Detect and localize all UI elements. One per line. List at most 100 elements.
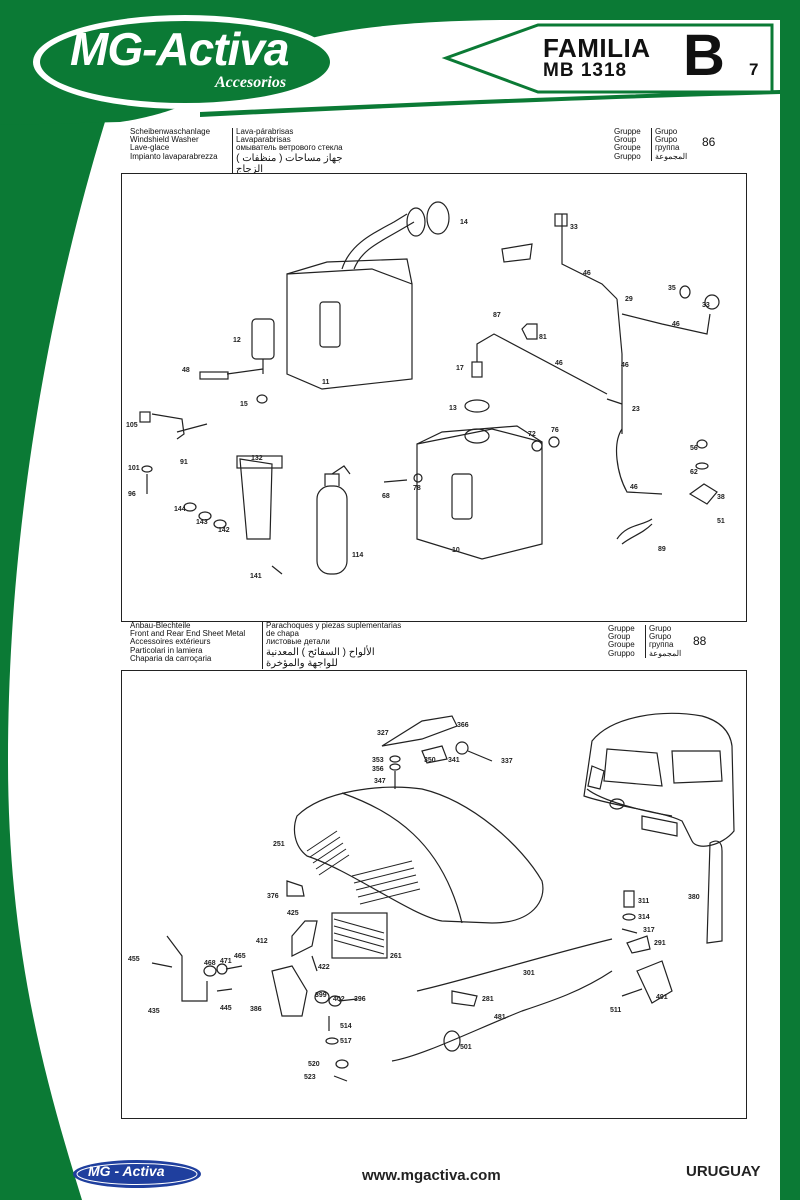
- part-number-label: 341: [448, 757, 460, 764]
- left-green-band: [0, 60, 125, 1200]
- label-line: Grupo: [655, 127, 678, 136]
- part-number-label: 471: [220, 958, 232, 965]
- part-number-label: 291: [654, 940, 666, 947]
- label-line: Chaparia da carroçaria: [130, 653, 212, 663]
- part-number-label: 481: [494, 1014, 506, 1021]
- logo-ellipse-inner: [40, 21, 330, 103]
- section-2-group-words: Gruppe Group Groupe Gruppo: [608, 624, 635, 658]
- part-number-label: 399: [315, 992, 327, 999]
- label-line: Impianto lavaparabrezza: [130, 151, 218, 161]
- part-number-label: 425: [287, 910, 299, 917]
- part-number-label: 11: [322, 379, 330, 386]
- label-line: de chapa: [266, 629, 299, 639]
- part-number-label: 144: [174, 506, 186, 513]
- part-number-label: 14: [460, 219, 468, 226]
- part-number-label: 366: [457, 722, 469, 729]
- part-number-label: 15: [240, 401, 248, 408]
- part-number-label: 501: [460, 1044, 472, 1051]
- section-1-group-number: 86: [702, 135, 716, 149]
- label-line: Front and Rear End Sheet Metal: [130, 629, 246, 639]
- label-line: Gruppo: [608, 648, 635, 658]
- part-number-label: 81: [539, 334, 547, 341]
- label-line: المجموعة: [655, 151, 688, 161]
- footer-url[interactable]: www.mgactiva.com: [362, 1167, 501, 1184]
- part-number-label: 376: [267, 893, 279, 900]
- part-number-label: 114: [352, 552, 363, 559]
- part-number-label: 311: [638, 898, 649, 905]
- label-line: Grupo: [655, 135, 678, 145]
- part-number-label: 76: [551, 427, 559, 434]
- part-number-label: 12: [233, 337, 241, 344]
- part-number-label: 317: [643, 927, 655, 934]
- part-number-label: 68: [382, 493, 390, 500]
- part-number-label: 10: [452, 547, 460, 554]
- part-number-label: 132: [251, 455, 263, 462]
- part-number-label: 33: [702, 302, 710, 309]
- right-green-strip: [780, 0, 800, 1200]
- part-number-label: 56: [690, 445, 698, 452]
- footer-logo: MG - Activa: [88, 1163, 165, 1179]
- part-number-label: 396: [354, 996, 366, 1003]
- part-number-label: 46: [583, 270, 591, 277]
- family-model: MB 1318: [543, 60, 628, 81]
- part-number-label: 29: [625, 296, 633, 303]
- part-number-label: 33: [570, 224, 578, 231]
- footer-logo-ellipse-inner: [76, 1163, 198, 1185]
- part-number-label: 46: [555, 360, 563, 367]
- part-number-label: 353: [372, 757, 384, 764]
- part-number-label: 445: [220, 1005, 232, 1012]
- part-number-label: 142: [218, 527, 230, 534]
- header-green-line: [200, 90, 780, 117]
- section-2-group-number: 88: [693, 634, 707, 648]
- part-number-label: 281: [482, 996, 494, 1003]
- part-number-label: 87: [493, 312, 501, 319]
- label-line: Anbau-Blechteile: [130, 621, 191, 630]
- part-number-label: 402: [333, 996, 345, 1003]
- part-number-label: 523: [304, 1074, 316, 1081]
- label-line: للواجهة والمؤخرة: [266, 657, 338, 669]
- part-number-label: 23: [632, 406, 640, 413]
- section-1-group-words-2: Grupo Grupo группа المجموعة: [651, 127, 688, 161]
- part-number-label: 72: [528, 431, 536, 438]
- label-line: Grupo: [649, 624, 672, 633]
- part-number-label: 51: [717, 518, 725, 525]
- label-line: جهاز مساحات ( منظفات ): [236, 152, 343, 164]
- section-2-group-words-2: Grupo Grupo группа المجموعة: [645, 624, 681, 658]
- label-line: Group: [608, 632, 631, 642]
- label-line: листовые детали: [266, 637, 330, 647]
- label-line: Groupe: [608, 640, 635, 650]
- label-line: омыватель ветрового стекла: [236, 143, 343, 153]
- part-number-label: 143: [196, 519, 208, 526]
- label-line: Gruppe: [608, 624, 635, 633]
- section-2-labels-left: Anbau-Blechteile Front and Rear End Shee…: [130, 621, 246, 663]
- label-line: الألواح ( السفائح ) المعدنية: [266, 646, 375, 658]
- part-number-label: 422: [318, 964, 330, 971]
- label-line: Lavaparabrisas: [236, 135, 291, 145]
- part-number-label: 337: [501, 758, 513, 765]
- label-line: группа: [655, 143, 680, 153]
- part-number-label: 46: [672, 321, 680, 328]
- label-line: Lave-glace: [130, 143, 170, 153]
- part-number-label: 465: [234, 953, 246, 960]
- label-line: Gruppo: [614, 151, 641, 161]
- label-line: Gruppe: [614, 127, 641, 136]
- brand-logo: MG-Activa: [70, 23, 289, 75]
- part-number-label: 386: [250, 1006, 262, 1013]
- part-number-label: 412: [256, 938, 268, 945]
- part-number-label: 251: [273, 841, 285, 848]
- part-number-label: 48: [182, 367, 190, 374]
- part-number-label: 517: [340, 1038, 352, 1045]
- part-number-label: 91: [180, 459, 188, 466]
- part-number-label: 347: [374, 778, 386, 785]
- family-word: FAMILIA: [543, 33, 651, 63]
- label-line: Windshield Washer: [130, 135, 199, 145]
- part-number-label: 17: [456, 365, 464, 372]
- section-1-labels-mid: Lava-párabrisas Lavaparabrisas омыватель…: [232, 127, 343, 175]
